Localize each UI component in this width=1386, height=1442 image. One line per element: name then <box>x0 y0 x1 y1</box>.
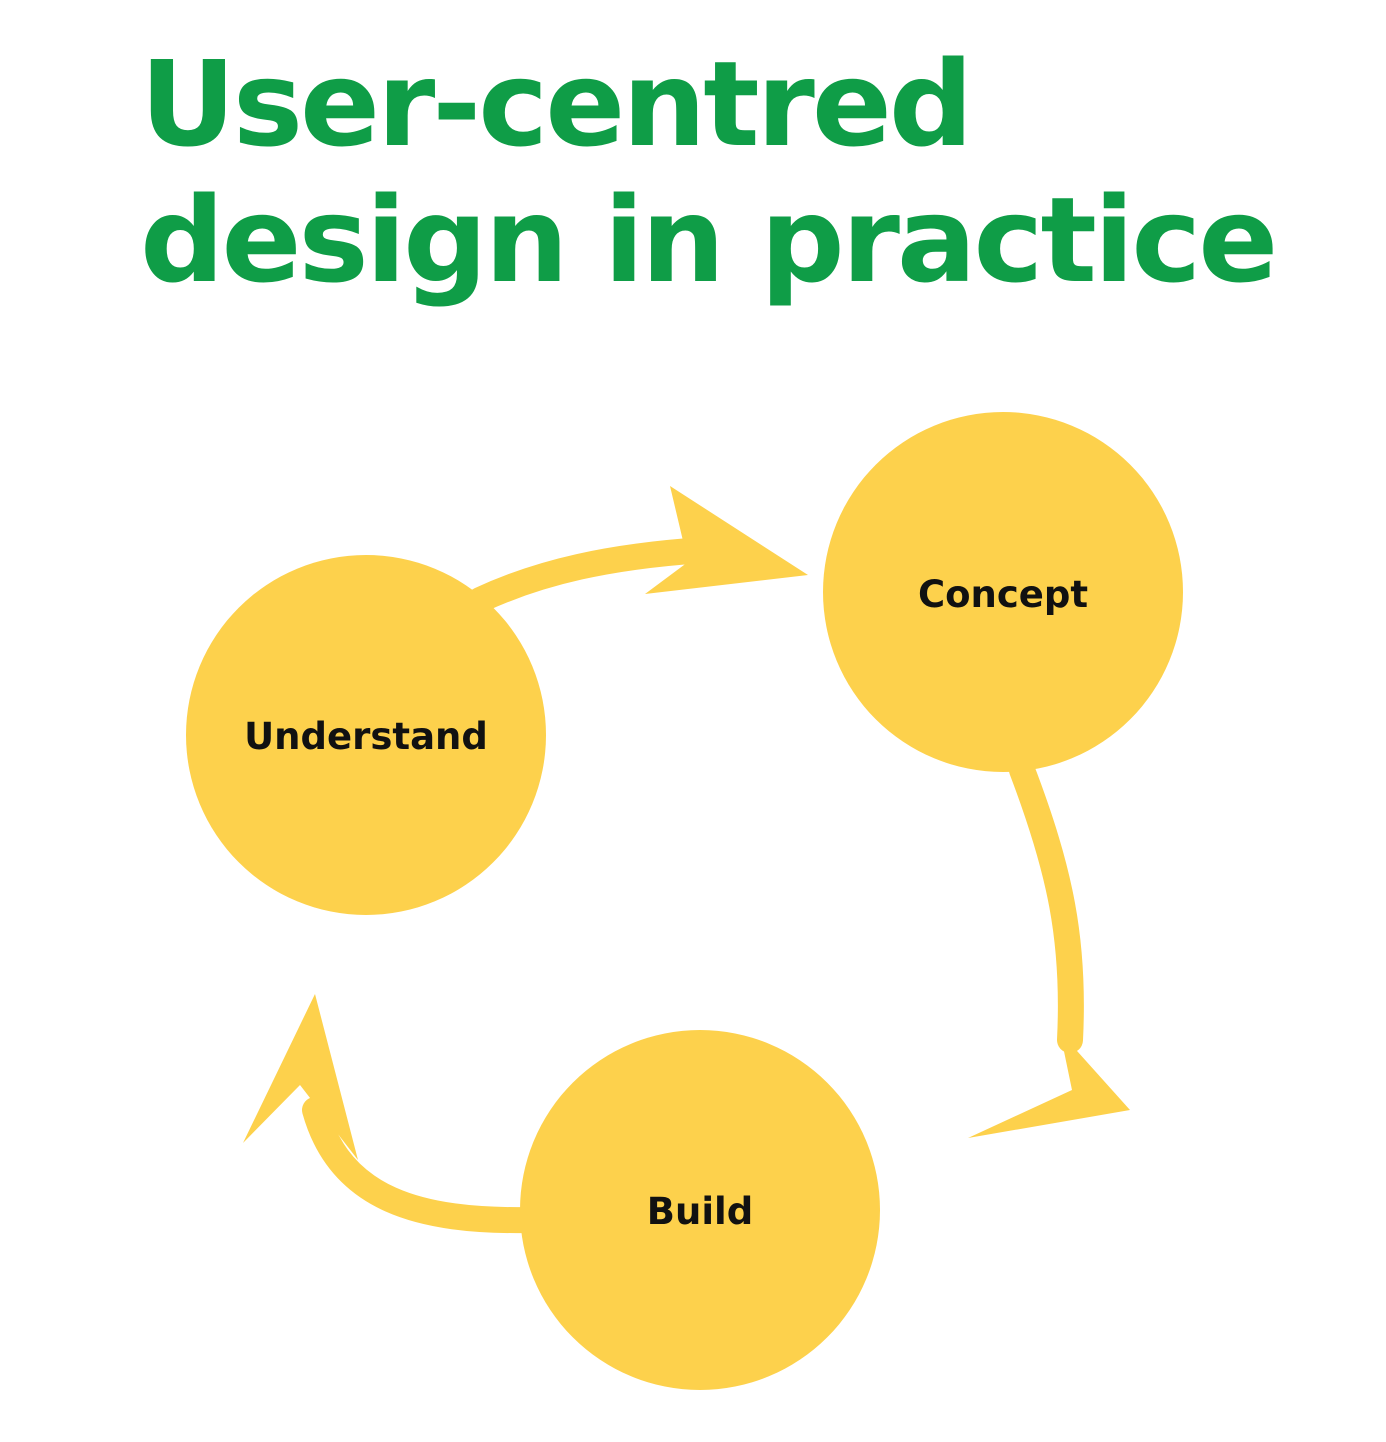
arrow-shaft <box>467 537 718 613</box>
arrow-concept-to-build <box>968 757 1130 1138</box>
node-build: Build <box>520 1030 880 1390</box>
node-label-concept: Concept <box>918 573 1088 616</box>
arrow-shaft <box>302 1097 543 1234</box>
node-understand: Understand <box>186 555 546 915</box>
arrowhead <box>645 486 808 594</box>
node-label-understand: Understand <box>244 715 488 758</box>
node-circle <box>186 555 546 915</box>
node-circle <box>823 412 1183 772</box>
node-label-build: Build <box>647 1190 753 1233</box>
node-concept: Concept <box>823 412 1183 772</box>
node-circle <box>520 1030 880 1390</box>
arrow-build-to-understand <box>243 994 543 1234</box>
arrow-shaft <box>1009 757 1084 1053</box>
arrowhead <box>968 1032 1130 1138</box>
page-title: User-centred design in practice <box>140 35 1278 309</box>
title-line-2: design in practice <box>140 171 1278 309</box>
arrowhead <box>243 994 358 1160</box>
title-line-1: User-centred <box>140 35 973 173</box>
arrow-understand-to-concept <box>467 486 808 613</box>
